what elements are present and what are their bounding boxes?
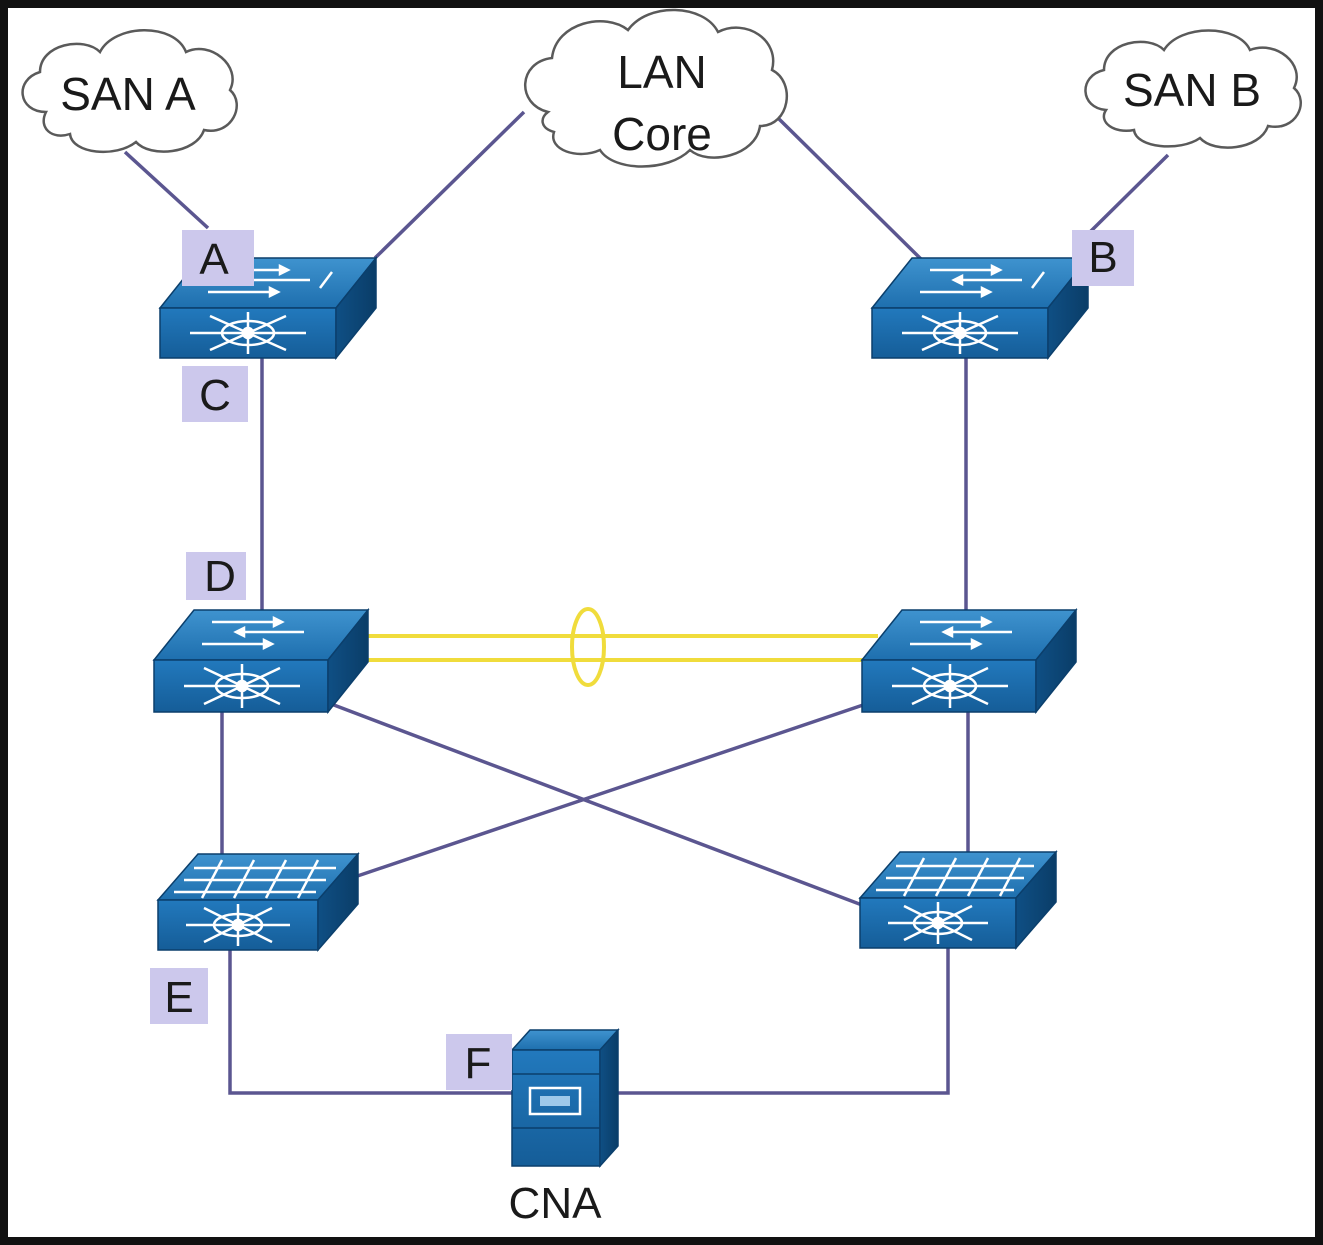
cna-caption: CNA [509,1179,603,1228]
tag-c-background [182,366,248,422]
tag-d-background [186,552,246,600]
cloud-icon [524,8,788,168]
switch-side-face [335,255,377,361]
tag-a: A [182,230,254,286]
cloud-label-core: Core [612,108,712,160]
tag-f-background [446,1034,512,1090]
multilayer-switch-icon [892,615,1012,708]
cna-server: CNA [509,1028,620,1228]
link-cross-d-right-to-fex-left [321,702,867,890]
switch-d-left [152,607,370,715]
switch-side-face [317,851,359,953]
link-lan-core-to-switch-a [373,110,526,260]
tag-f: F [446,1034,512,1090]
link-fex-right-to-cna [616,948,950,1095]
tag-d: D [186,552,246,601]
tag-a-background [182,230,254,286]
tag-b-label: B [1088,233,1117,282]
fabric-switch-right [858,849,1058,951]
multilayer-switch-icon [184,615,304,708]
cloud-lan-core: LAN Core [524,8,788,168]
cloud-label-san-a: SAN A [60,68,196,120]
switch-side-face [327,607,369,715]
tag-a-label: A [199,235,229,284]
tag-c-label: C [199,371,231,420]
fabric-switch-left [156,851,360,953]
tag-b-background [1072,230,1134,286]
port-channel [368,607,878,687]
switch-b [870,255,1090,361]
cloud-icon [21,29,238,154]
link-fex-left-to-cna [228,948,512,1095]
link-cross-d-left-to-fex-right [325,700,863,907]
tag-e-label: E [164,973,193,1022]
tag-e: E [150,968,208,1024]
tag-d-label: D [204,552,236,601]
switch-side-face [1015,849,1057,951]
fabric-switch-icon [174,859,336,946]
links [123,110,1170,1095]
multilayer-switch-icon [902,263,1045,354]
fabric-switch-icon [876,857,1034,944]
tag-e-background [150,968,208,1024]
link-lan-core-to-switch-b [776,116,926,264]
tag-f-label: F [465,1039,492,1088]
switch-a [158,255,378,361]
cloud-icon [1084,29,1302,149]
server-icon [510,1028,620,1168]
link-san-b-to-switch-b [1088,153,1170,234]
cloud-san-b: SAN B [1084,29,1302,149]
switch-d-right [860,607,1078,715]
cloud-label-san-b: SAN B [1123,64,1261,116]
link-san-a-to-switch-a [123,150,210,230]
tag-c: C [182,366,248,422]
cloud-san-a: SAN A [21,29,238,154]
port-channel-ellipse [570,607,606,687]
cloud-label-lan: LAN [617,46,706,98]
switch-side-face [1035,607,1077,715]
tag-b: B [1072,230,1134,286]
